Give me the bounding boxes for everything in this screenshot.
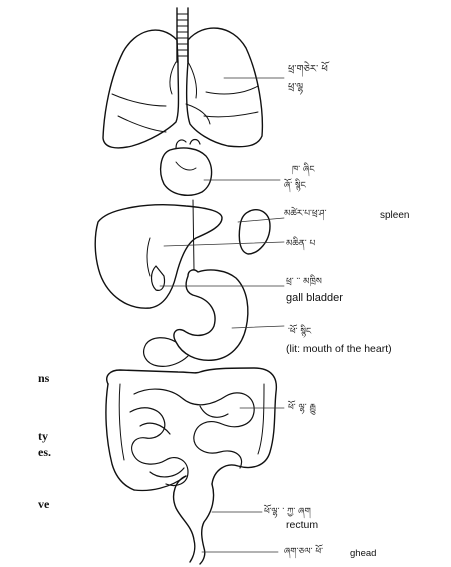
side-text-line-3: es. [38,445,51,459]
liver [95,205,222,308]
cropped-side-text: ns ty es. ve [38,371,51,511]
labels: ཕྲ་གཅེར་ ཕོ ཕྲ་ལྷ ཁ་ ཞིང ཞོ་ སྙིང མཚེར་པ… [264,61,410,559]
esophagus [193,200,194,270]
rectum-label: rectum [286,519,318,531]
liver-tibetan-label: མཆིན་ པ [286,236,315,251]
stomach-label: (lit: mouth of the heart) [286,343,392,355]
side-text-line-1: ns [38,371,50,385]
spleen [239,210,270,254]
heart-tibetan-label-2: ཞོ་ སྙིང [284,178,307,193]
gall-bladder-tibetan-label: ཕྲ་ ་་ མཁྲིས [286,274,322,287]
anus-label: ghead [350,548,376,559]
intestine-tibetan-label: ཕོ་ ལྷ་ རྒྱུ [288,400,317,415]
side-text-line-4: ve [38,497,50,511]
side-text-line-2: ty [38,429,48,443]
heart [161,140,212,196]
heart-tibetan-label: ཁ་ ཞིང [292,162,315,177]
lungs-tibetan-label: ཕྲ་གཅེར་ ཕོ [288,61,330,77]
stomach [144,270,248,366]
lungs [103,28,262,148]
lungs-tibetan-label-2: ཕྲ་ལྷ [288,82,303,95]
small-intestine [130,389,254,485]
stomach-tibetan-label: ་ཕོ་ སྙིང [288,324,312,338]
gall-bladder [152,266,165,290]
spleen-tibetan-label: མཚེར་པ་ཕྲ་ཤ་ [284,206,327,221]
rectum [134,476,214,564]
large-intestine [106,368,276,490]
rectum-tibetan-label: ཕོ་ལྷ་ ་ ཀྱ་ ཞག [264,504,311,519]
gall-bladder-label: gall bladder [286,292,343,304]
trachea [177,8,188,62]
spleen-label: spleen [380,210,409,221]
anus-tibetan-label: ཞག་ཅལ་ ཕོ་ [284,544,323,559]
